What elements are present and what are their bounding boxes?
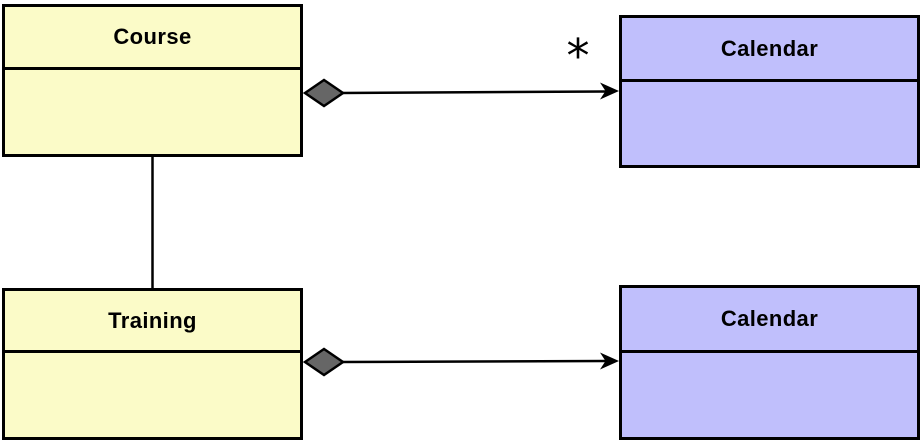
class-attributes-compartment xyxy=(622,353,917,437)
class-training: Training xyxy=(2,288,303,440)
aggregation-diamond-icon xyxy=(302,78,346,108)
class-name-label: Training xyxy=(108,307,197,333)
class-title-compartment: Training xyxy=(5,291,300,353)
class-title-compartment: Calendar xyxy=(622,18,917,82)
association-line xyxy=(339,359,607,364)
aggregation-diamond-icon xyxy=(302,347,346,377)
class-course: Course xyxy=(2,4,303,157)
class-attributes-compartment xyxy=(622,82,917,165)
class-calendar-top: Calendar xyxy=(619,15,920,168)
class-name-label: Calendar xyxy=(720,306,819,331)
class-name-label: Course xyxy=(113,24,192,49)
arrowhead-icon xyxy=(600,352,619,370)
class-attributes-compartment xyxy=(5,70,300,154)
class-attributes-compartment xyxy=(5,353,300,437)
class-name-label: Calendar xyxy=(720,35,819,61)
aggregation-training-calendar xyxy=(302,347,619,377)
class-title-compartment: Calendar xyxy=(622,288,917,353)
multiplicity-star-label: * xyxy=(566,29,590,83)
class-calendar-bottom: Calendar xyxy=(619,285,920,440)
class-title-compartment: Course xyxy=(5,7,300,70)
association-line xyxy=(339,90,607,95)
aggregation-course-calendar xyxy=(302,78,619,108)
arrowhead-icon xyxy=(600,82,619,100)
